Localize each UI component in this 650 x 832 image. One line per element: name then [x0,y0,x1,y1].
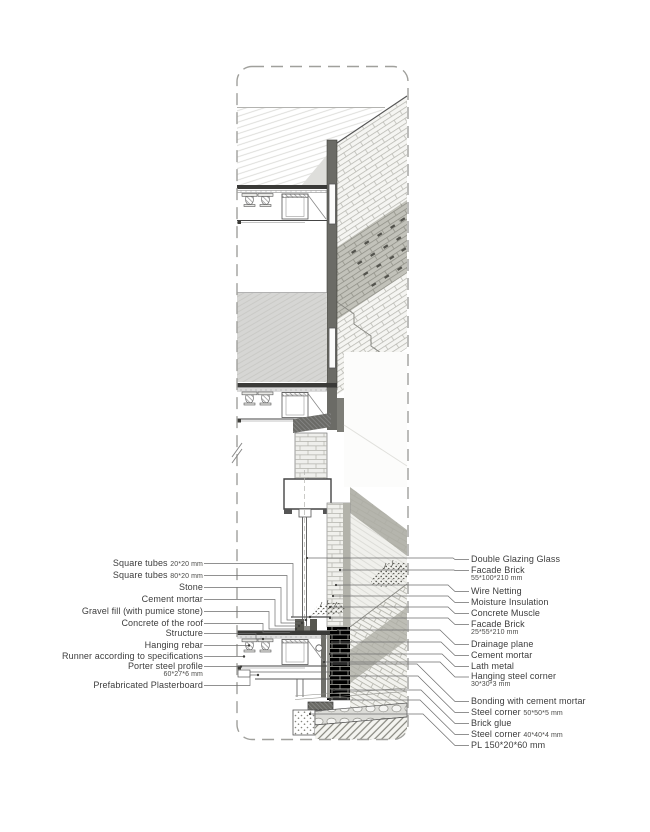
drawing-border [236,65,409,741]
facade-brick-upper [336,95,408,395]
open-header-vents [350,217,407,287]
label-concrete-muscle: Concrete Muscle [471,608,541,618]
label-concrete-of-roof: Concrete of the roof [121,618,203,628]
label-structure: Structure [165,628,203,638]
glazing-panel [237,292,327,382]
floor-slab-2 [237,383,337,430]
label-wire-netting: Wire Netting [471,586,522,596]
label-bonding-cement-mortar: Bonding with cement mortar [471,696,586,706]
label-cement-mortar-right: Cement mortar [471,650,533,660]
label-lath-metal: Lath metal [471,661,515,671]
label-pl-plate: PL 150*20*60 mm [471,740,546,750]
label-steel-corner-40: Steel corner 40*40*4 mm [471,729,563,739]
label-brick-glue: Brick glue [471,718,512,728]
label-drainage-plane: Drainage plane [471,639,534,649]
label-cement-mortar-left: Cement mortar [141,594,203,604]
window-reveal [343,352,408,556]
leader-lines-left [204,563,310,686]
label-square-tubes-80: Square tubes 80*20 mm [112,570,203,580]
label-runner: Runner according to specifications [62,651,203,661]
label-stone: Stone [178,582,203,592]
vegetation [310,559,408,616]
ceiling-hatch-plane [237,107,385,186]
floor-slab-3 [237,630,330,697]
parapet-posts [291,616,331,632]
border-break-mark [231,442,243,464]
label-double-glazing: Double Glazing Glass [471,554,561,564]
floor-slab-1 [237,185,328,225]
label-square-tubes-20: Square tubes 20*20 mm [112,558,203,568]
label-gravel-fill: Gravel fill (with pumice stone) [81,606,203,616]
leader-lines-right [307,557,469,746]
label-steel-corner-50: Steel corner 50*50*5 mm [471,707,563,717]
label-moisture-insulation: Moisture Insulation [471,597,549,607]
label-hanging-rebar: Hanging rebar [144,640,203,650]
parapet-head-detail [283,413,332,632]
label-plasterboard: Prefabricated Plasterboard [93,680,203,690]
leader-dots-left [239,615,312,677]
leader-dots-right [305,556,342,716]
